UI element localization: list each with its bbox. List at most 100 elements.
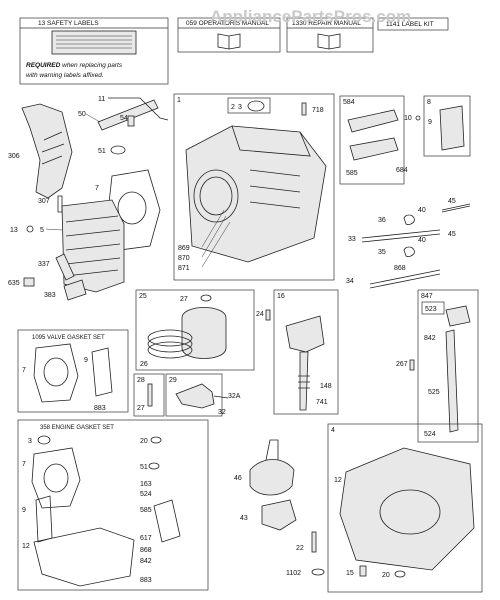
label-kit-box[interactable]: 1141 LABEL KIT	[377, 17, 449, 31]
box-847-governor[interactable]: 847 523 842 525 524	[417, 289, 479, 443]
callout-50: 50	[78, 111, 86, 118]
part-51-clamp[interactable]: 51	[98, 145, 126, 155]
book-icon	[217, 33, 241, 50]
part-383-boot[interactable]: 383	[44, 279, 87, 301]
callout-e20: 20	[140, 438, 148, 445]
part-22-pin[interactable]: 22	[296, 531, 317, 553]
part-13-screw[interactable]: 13	[10, 225, 34, 234]
callout-36: 36	[378, 217, 386, 224]
box-number-2: 2	[231, 104, 235, 111]
part-306-shroud[interactable]: 306	[8, 103, 73, 199]
callout-e163: 163	[140, 481, 152, 488]
callout-v883: 883	[94, 405, 106, 412]
callout-13: 13	[10, 227, 18, 234]
callout-e868: 868	[140, 547, 152, 554]
callout-20b: 20	[382, 572, 390, 579]
callout-337: 337	[38, 261, 50, 268]
part-267[interactable]: 267	[396, 359, 415, 371]
callout-267: 267	[396, 361, 408, 368]
part-32-screw[interactable]: 32 32A	[213, 393, 241, 416]
callout-525: 525	[428, 389, 440, 396]
part-50-breather-tube[interactable]: 50	[78, 99, 159, 131]
valve-gasket-set-box[interactable]: 1095 VALVE GASKET SET 7 9 883	[17, 329, 129, 413]
part-10[interactable]: 10	[404, 115, 421, 122]
box-29-connecting-rod[interactable]: 29	[165, 373, 223, 417]
part-684[interactable]: 684	[396, 167, 408, 174]
box-number-584: 584	[343, 99, 355, 106]
callout-307: 307	[38, 198, 50, 205]
callout-e524: 524	[140, 491, 152, 498]
callout-383: 383	[44, 292, 56, 299]
part-24[interactable]: 24	[256, 309, 271, 321]
callout-e9: 9	[22, 507, 26, 514]
callout-869: 869	[178, 245, 190, 252]
engine-gasket-set-box[interactable]: 358 ENGINE GASKET SET 3 20 7 51 163 524 …	[17, 419, 209, 591]
cylinder-head[interactable]	[61, 199, 125, 293]
callout-40b: 40	[418, 237, 426, 244]
callout-27a: 27	[180, 296, 188, 303]
box-28[interactable]: 28 27	[133, 373, 165, 417]
callout-868: 868	[394, 265, 406, 272]
callout-e585: 585	[140, 507, 152, 514]
valve-stem-icon	[361, 229, 441, 243]
sump-icon	[339, 447, 475, 571]
callout-871: 871	[178, 265, 190, 272]
box-584-breather[interactable]: 584 585	[339, 95, 405, 185]
box-523[interactable]	[421, 301, 445, 315]
label-kit-title: 1141 LABEL KIT	[386, 21, 434, 28]
part-43-governor[interactable]: 43	[240, 499, 297, 531]
callout-718: 718	[312, 107, 324, 114]
part-11-dipstick[interactable]: 11	[98, 96, 169, 121]
safety-labels-title: 13 SAFETY LABELS	[38, 20, 99, 27]
valve-stem-icon	[369, 269, 441, 289]
callout-e12: 12	[22, 543, 30, 550]
box-25-piston[interactable]: 25 27 26	[135, 289, 255, 371]
callout-v7: 7	[22, 367, 26, 374]
callout-33: 33	[348, 236, 356, 243]
callout-45a: 45	[448, 198, 456, 205]
part-3-seal	[247, 100, 265, 112]
part-635[interactable]: 635	[8, 277, 35, 287]
callout-22: 22	[296, 545, 304, 552]
box-16-crankshaft[interactable]: 16 148 741	[273, 289, 339, 415]
callout-e617: 617	[140, 535, 152, 542]
repair-manual-title: 1330 REPAIR MANUAL	[292, 20, 361, 27]
required-note-text: when replacing parts	[60, 62, 123, 69]
operators-manual-title: 059 OPERATOR'S MANUAL	[186, 20, 269, 27]
callout-43: 43	[240, 515, 248, 522]
callout-v9: 9	[84, 357, 88, 364]
callout-54: 54	[120, 115, 128, 122]
callout-524a: 524	[424, 431, 436, 438]
box-number-4: 4	[331, 427, 335, 434]
callout-11: 11	[98, 96, 105, 103]
callout-5: 5	[40, 227, 44, 234]
part-5[interactable]: 5	[40, 227, 63, 234]
connecting-rod-icon	[175, 383, 215, 409]
callout-27b: 27	[137, 405, 145, 412]
callout-e7: 7	[22, 461, 26, 468]
valve-train[interactable]: 40 45 36 33 40 45 35 868 34	[346, 198, 471, 289]
callout-842a: 842	[424, 335, 436, 342]
box-1-cylinder[interactable]: 1 2 3 718 869 870 871	[173, 93, 335, 281]
callout-32: 32	[218, 409, 226, 416]
part-307-bolt[interactable]: 307	[38, 195, 63, 213]
callout-e51: 51	[140, 464, 148, 471]
box-4-sump[interactable]: 4 12 15 20	[327, 423, 483, 593]
callout-741: 741	[316, 399, 328, 406]
callout-e842: 842	[140, 558, 152, 565]
part-46-camshaft[interactable]: 46	[234, 439, 295, 496]
callout-24: 24	[256, 311, 264, 318]
operators-manual-box[interactable]: 059 OPERATOR'S MANUAL	[177, 17, 281, 53]
callout-9: 9	[428, 119, 432, 126]
part-337-spark-plug[interactable]: 337	[38, 253, 75, 281]
repair-manual-box[interactable]: 1330 REPAIR MANUAL	[286, 17, 374, 53]
box-number-29: 29	[169, 377, 177, 384]
box-2[interactable]	[227, 97, 271, 114]
callout-12b: 12	[334, 477, 342, 484]
part-54[interactable]: 54	[120, 115, 135, 127]
part-1102-washer[interactable]: 1102	[286, 568, 325, 577]
callout-51: 51	[98, 148, 106, 155]
box-8-cover[interactable]: 8 9	[423, 95, 471, 157]
safety-labels-box[interactable]: 13 SAFETY LABELS REQUIRED when replacing…	[19, 17, 169, 85]
